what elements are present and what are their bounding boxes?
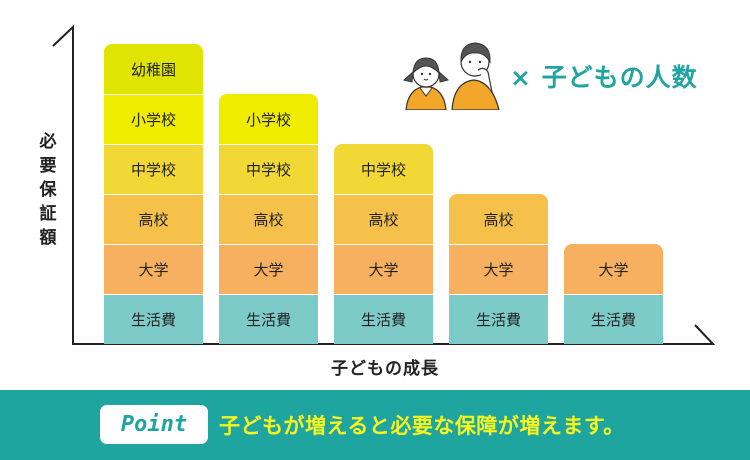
block-segment: 大学 [334, 244, 433, 294]
block-segment: 生活費 [334, 294, 433, 344]
block-segment: 大学 [564, 244, 663, 294]
block-segment: 生活費 [564, 294, 663, 344]
block-segment: 高校 [219, 194, 318, 244]
column-2: 小学校中学校高校大学生活費 [219, 94, 318, 344]
block-segment: 中学校 [104, 144, 203, 194]
chart-axes [52, 24, 716, 345]
block-segment: 大学 [449, 244, 548, 294]
column-4: 高校大学生活費 [449, 194, 548, 344]
column-3: 中学校高校大学生活費 [334, 144, 433, 344]
block-segment: 大学 [104, 244, 203, 294]
block-segment: 高校 [334, 194, 433, 244]
column-5: 大学生活費 [564, 244, 663, 344]
point-badge: Point [100, 405, 208, 444]
block-segment: 高校 [104, 194, 203, 244]
point-message: 子どもが増えると必要な保障が増えます。 [219, 414, 625, 438]
block-segment: 小学校 [219, 94, 318, 144]
x-axis-label: 子どもの成長 [331, 359, 439, 379]
column-1: 幼稚園小学校中学校高校大学生活費 [104, 44, 203, 344]
children-count-title: × 子どもの人数 [510, 63, 698, 92]
block-segment: 高校 [449, 194, 548, 244]
block-segment: 大学 [219, 244, 318, 294]
block-segment: 生活費 [219, 294, 318, 344]
children-illustration-icon [402, 42, 500, 110]
block-segment: 中学校 [334, 144, 433, 194]
block-segment: 幼稚園 [104, 44, 203, 94]
block-segment: 生活費 [104, 294, 203, 344]
y-axis-label: 必 要 保 証 額 [39, 132, 57, 248]
block-segment: 小学校 [104, 94, 203, 144]
block-segment: 生活費 [449, 294, 548, 344]
block-segment: 中学校 [219, 144, 318, 194]
